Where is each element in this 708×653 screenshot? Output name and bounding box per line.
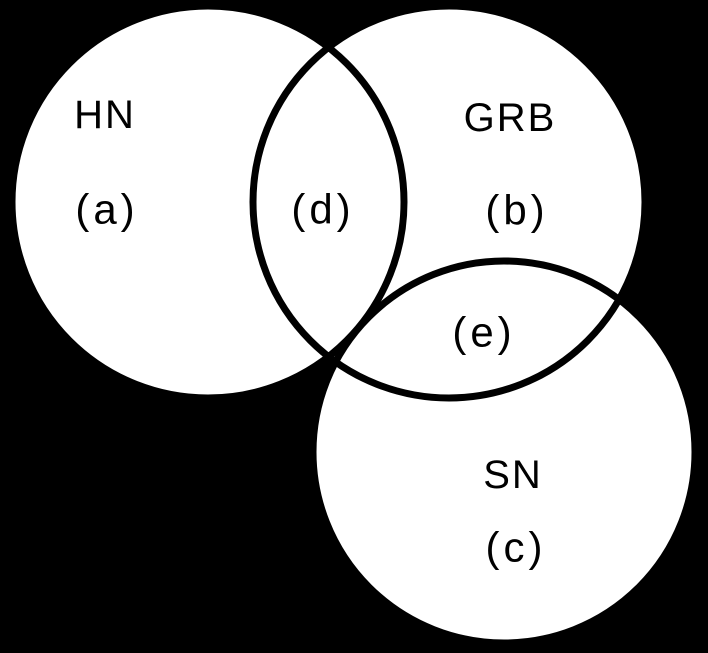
region-label-c: (c) — [486, 524, 547, 571]
region-label-d: (d) — [291, 186, 354, 233]
sn-circle-outline — [309, 257, 699, 647]
set-label-grb: GRB — [464, 96, 557, 140]
set-label-sn: SN — [483, 453, 543, 497]
sn-circle — [313, 261, 695, 643]
region-label-e: (e) — [452, 309, 515, 356]
region-label-a: (a) — [75, 186, 138, 233]
region-label-b: (b) — [485, 187, 548, 234]
hn-circle-outline — [8, 2, 408, 402]
grb-circle-outline — [249, 2, 649, 402]
set-label-hn: HN — [74, 93, 136, 137]
